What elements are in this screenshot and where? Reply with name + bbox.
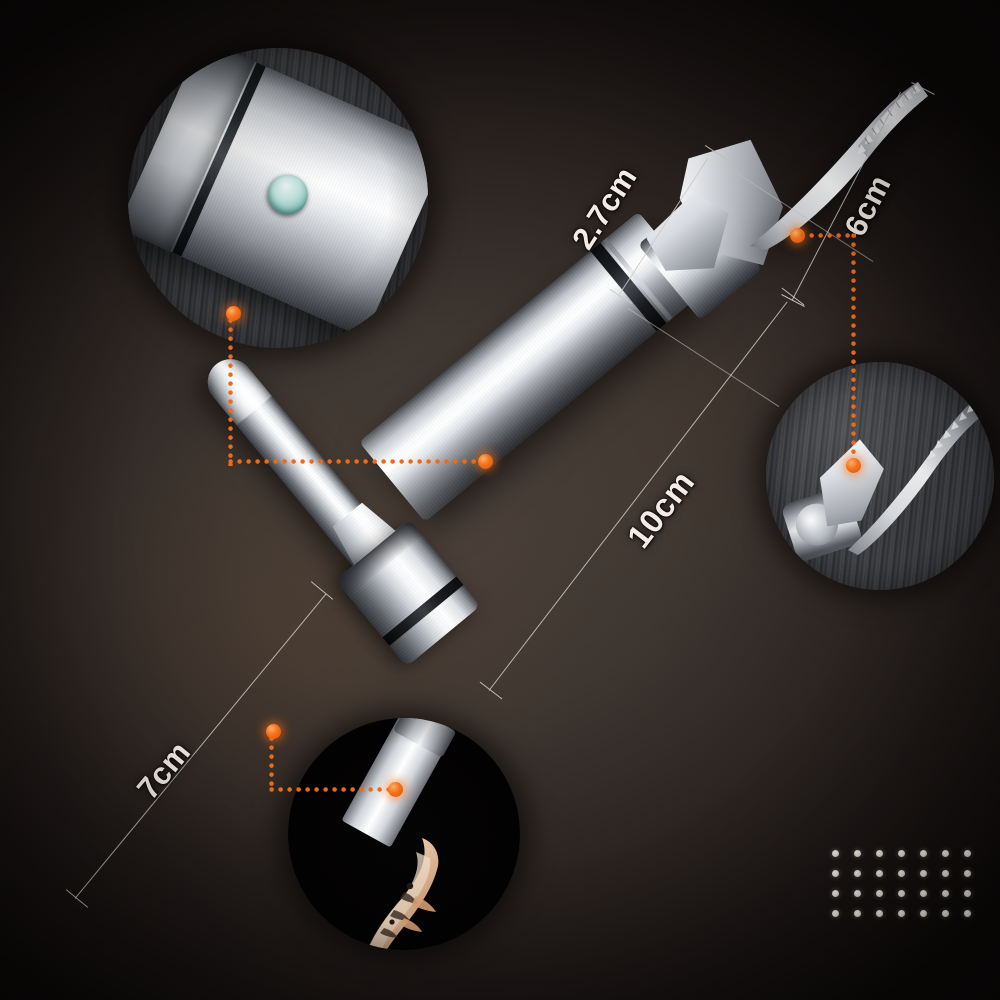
product-infographic: 2.7cm 6cm 10cm 7cm	[0, 0, 1000, 1000]
background-vignette	[0, 0, 1000, 1000]
